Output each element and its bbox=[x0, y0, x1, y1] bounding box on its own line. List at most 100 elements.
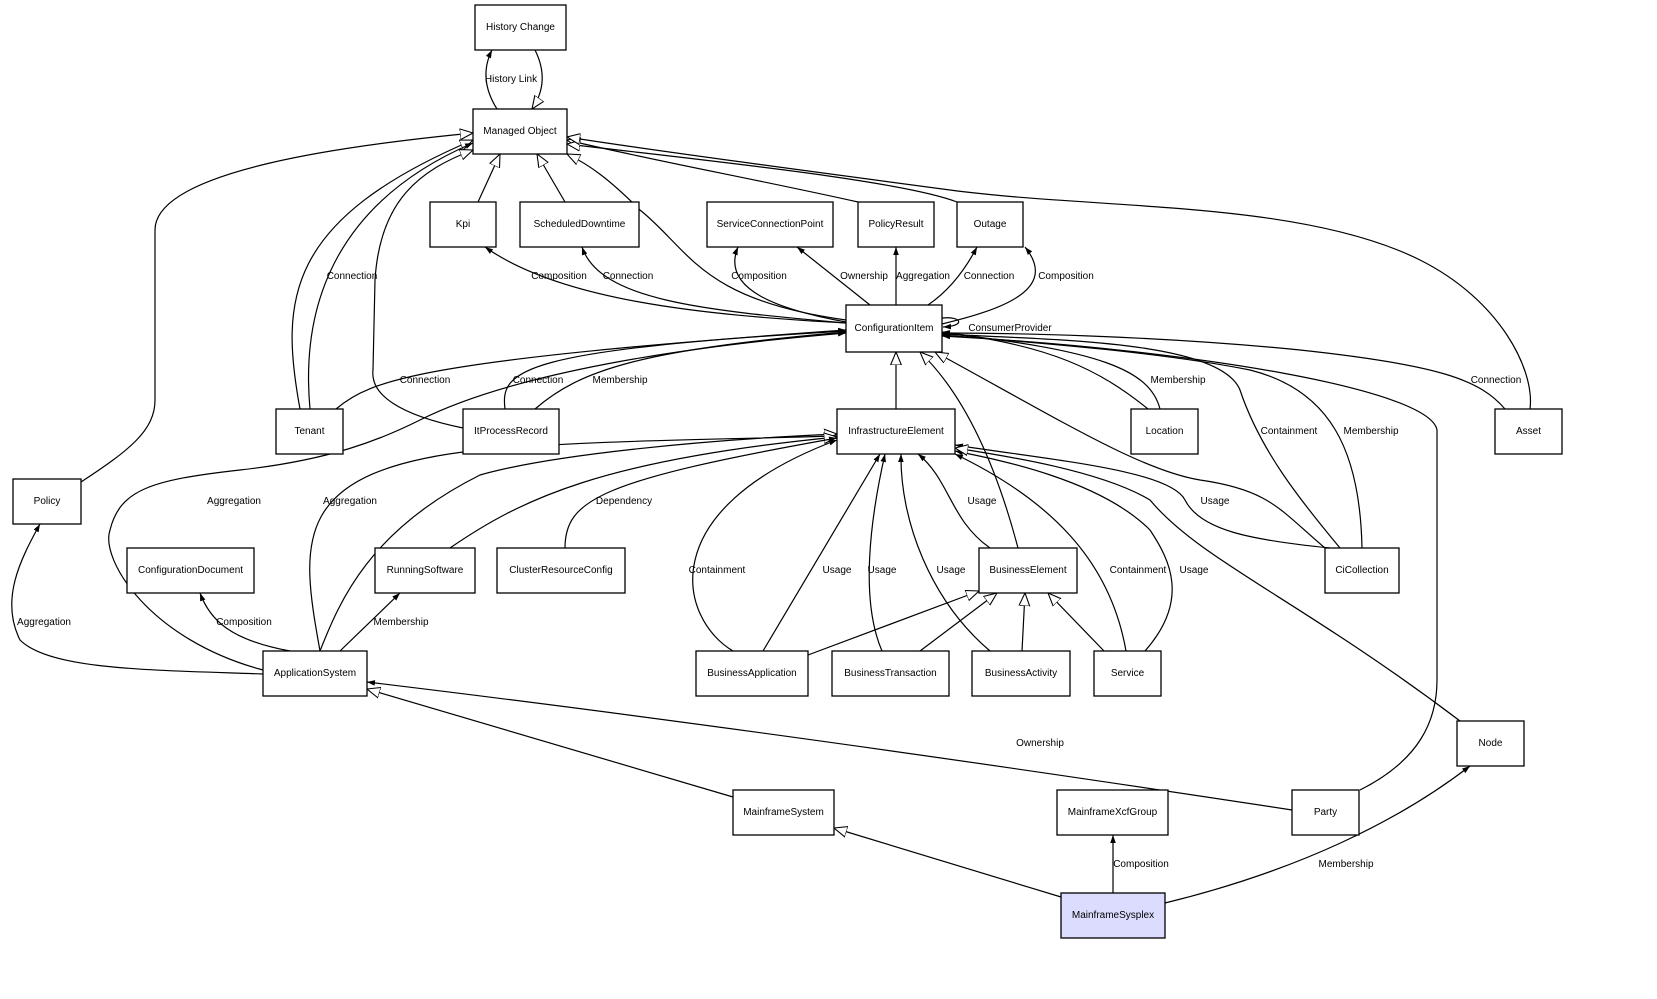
node-label: Policy bbox=[34, 496, 61, 507]
class-node-business-element[interactable]: BusinessElement bbox=[978, 547, 1078, 594]
generalization-edge-asset-to-managed-object bbox=[567, 137, 1532, 410]
association-edge-business-activity-to-infrastructure-element bbox=[898, 453, 991, 652]
node-box[interactable] bbox=[971, 650, 1071, 697]
generalization-edge-history-change-to-managed-object bbox=[532, 49, 542, 109]
class-node-mainframe-xcf-group[interactable]: MainframeXcfGroup bbox=[1056, 789, 1169, 836]
edge-label-aggregation: Aggregation bbox=[207, 496, 261, 507]
node-box[interactable] bbox=[462, 408, 560, 455]
node-box[interactable] bbox=[831, 650, 950, 697]
generalization-edge-business-activity-to-business-element bbox=[1022, 593, 1025, 652]
class-node-mainframe-system[interactable]: MainframeSystem bbox=[732, 789, 835, 836]
association-edge-it-process-record-to-configuration-item bbox=[503, 328, 847, 410]
association-edge-business-application-to-infrastructure-element bbox=[692, 439, 838, 652]
node-box[interactable] bbox=[262, 650, 368, 697]
class-node-business-activity[interactable]: BusinessActivity bbox=[971, 650, 1071, 697]
node-box[interactable] bbox=[1056, 789, 1169, 836]
node-box[interactable] bbox=[429, 201, 497, 248]
class-node-kpi[interactable]: Kpi bbox=[429, 201, 497, 248]
node-box[interactable] bbox=[12, 478, 82, 525]
class-node-policy[interactable]: Policy bbox=[12, 478, 82, 525]
class-node-business-transaction[interactable]: BusinessTransaction bbox=[831, 650, 950, 697]
class-node-outage[interactable]: Outage bbox=[956, 201, 1024, 248]
node-label: Party bbox=[1314, 807, 1337, 818]
node-box[interactable] bbox=[978, 547, 1078, 594]
node-box[interactable] bbox=[1324, 547, 1400, 594]
node-box[interactable] bbox=[374, 547, 476, 594]
class-node-configuration-item[interactable]: ConfigurationItem bbox=[845, 304, 943, 353]
generalization-edge-mainframe-sysplex-to-mainframe-system bbox=[834, 828, 1062, 898]
edge-label-usage: Usage bbox=[1180, 565, 1209, 576]
class-node-cluster-resource-config[interactable]: ClusterResourceConfig bbox=[496, 547, 626, 594]
association-edge-application-system-to-configuration-item bbox=[108, 330, 847, 671]
node-box[interactable] bbox=[1093, 650, 1162, 697]
association-edge-configuration-item-to-configuration-item bbox=[941, 317, 960, 330]
class-node-party[interactable]: Party bbox=[1291, 789, 1360, 836]
edge-label-usage: Usage bbox=[868, 565, 897, 576]
class-node-service-connection-point[interactable]: ServiceConnectionPoint bbox=[706, 201, 834, 248]
edge-label-composition: Composition bbox=[531, 271, 587, 282]
association-edge-asset-to-configuration-item bbox=[941, 330, 1506, 410]
generalization-edge-application-system-to-infrastructure-element bbox=[319, 434, 837, 652]
generalization-edge-business-transaction-to-business-element bbox=[919, 593, 997, 652]
node-label: BusinessApplication bbox=[707, 668, 797, 679]
association-edge-configuration-item-to-kpi bbox=[484, 246, 847, 324]
node-box[interactable] bbox=[836, 408, 956, 455]
edge-label-membership: Membership bbox=[1318, 859, 1373, 870]
node-label: ScheduledDowntime bbox=[534, 219, 626, 230]
edge-label-ownership: Ownership bbox=[1016, 738, 1064, 749]
class-node-infrastructure-element[interactable]: InfrastructureElement bbox=[836, 408, 956, 455]
association-edge-tenant-to-configuration-item bbox=[335, 327, 847, 410]
class-node-location[interactable]: Location bbox=[1130, 408, 1199, 455]
node-box[interactable] bbox=[695, 650, 809, 697]
node-box[interactable] bbox=[275, 408, 344, 455]
association-edge-it-process-record-to-configuration-item bbox=[534, 329, 847, 410]
node-box[interactable] bbox=[126, 547, 255, 594]
association-edge-managed-object-to-history-change bbox=[485, 49, 498, 110]
class-node-service[interactable]: Service bbox=[1093, 650, 1162, 697]
node-box[interactable] bbox=[845, 304, 943, 353]
class-node-asset[interactable]: Asset bbox=[1494, 408, 1563, 455]
class-node-scheduled-downtime[interactable]: ScheduledDowntime bbox=[519, 201, 640, 248]
class-node-policy-result[interactable]: PolicyResult bbox=[857, 201, 935, 248]
node-label: Tenant bbox=[294, 426, 324, 437]
association-edge-ci-collection-to-infrastructure-element bbox=[954, 443, 1331, 549]
node-label: History Change bbox=[486, 22, 555, 33]
class-node-configuration-document[interactable]: ConfigurationDocument bbox=[126, 547, 255, 594]
node-box[interactable] bbox=[1060, 892, 1166, 939]
node-box[interactable] bbox=[706, 201, 834, 248]
class-node-it-process-record[interactable]: ItProcessRecord bbox=[462, 408, 560, 455]
node-label: BusinessElement bbox=[989, 565, 1066, 576]
node-label: Service bbox=[1111, 668, 1145, 679]
generalization-edge-mainframe-system-to-application-system bbox=[367, 689, 734, 798]
node-box[interactable] bbox=[519, 201, 640, 248]
generalization-edge-business-application-to-business-element bbox=[807, 591, 979, 656]
association-edge-business-application-to-infrastructure-element bbox=[762, 453, 881, 652]
class-node-running-software[interactable]: RunningSoftware bbox=[374, 547, 476, 594]
node-box[interactable] bbox=[496, 547, 626, 594]
node-box[interactable] bbox=[1130, 408, 1199, 455]
association-edge-application-system-to-policy bbox=[11, 523, 264, 675]
node-box[interactable] bbox=[1291, 789, 1360, 836]
edge-label-membership: Membership bbox=[373, 617, 428, 628]
node-box[interactable] bbox=[474, 4, 567, 51]
class-node-ci-collection[interactable]: CiCollection bbox=[1324, 547, 1400, 594]
class-node-tenant[interactable]: Tenant bbox=[275, 408, 344, 455]
node-label: ItProcessRecord bbox=[474, 426, 548, 437]
node-box[interactable] bbox=[1494, 408, 1563, 455]
node-box[interactable] bbox=[956, 201, 1024, 248]
node-box[interactable] bbox=[857, 201, 935, 248]
class-node-history-change[interactable]: History Change bbox=[474, 4, 567, 51]
node-box[interactable] bbox=[472, 108, 568, 155]
edge-label-usage: Usage bbox=[968, 496, 997, 507]
association-edge-business-element-to-infrastructure-element bbox=[917, 453, 991, 549]
class-node-mainframe-sysplex[interactable]: MainframeSysplex bbox=[1060, 892, 1166, 939]
node-box[interactable] bbox=[1456, 720, 1525, 767]
class-node-business-application[interactable]: BusinessApplication bbox=[695, 650, 809, 697]
edge-label-history-link: History Link bbox=[485, 74, 538, 85]
node-box[interactable] bbox=[732, 789, 835, 836]
class-node-node[interactable]: Node bbox=[1456, 720, 1525, 767]
class-node-managed-object[interactable]: Managed Object bbox=[472, 108, 568, 155]
class-node-application-system[interactable]: ApplicationSystem bbox=[262, 650, 368, 697]
association-edge-tenant-to-managed-object bbox=[307, 142, 474, 410]
